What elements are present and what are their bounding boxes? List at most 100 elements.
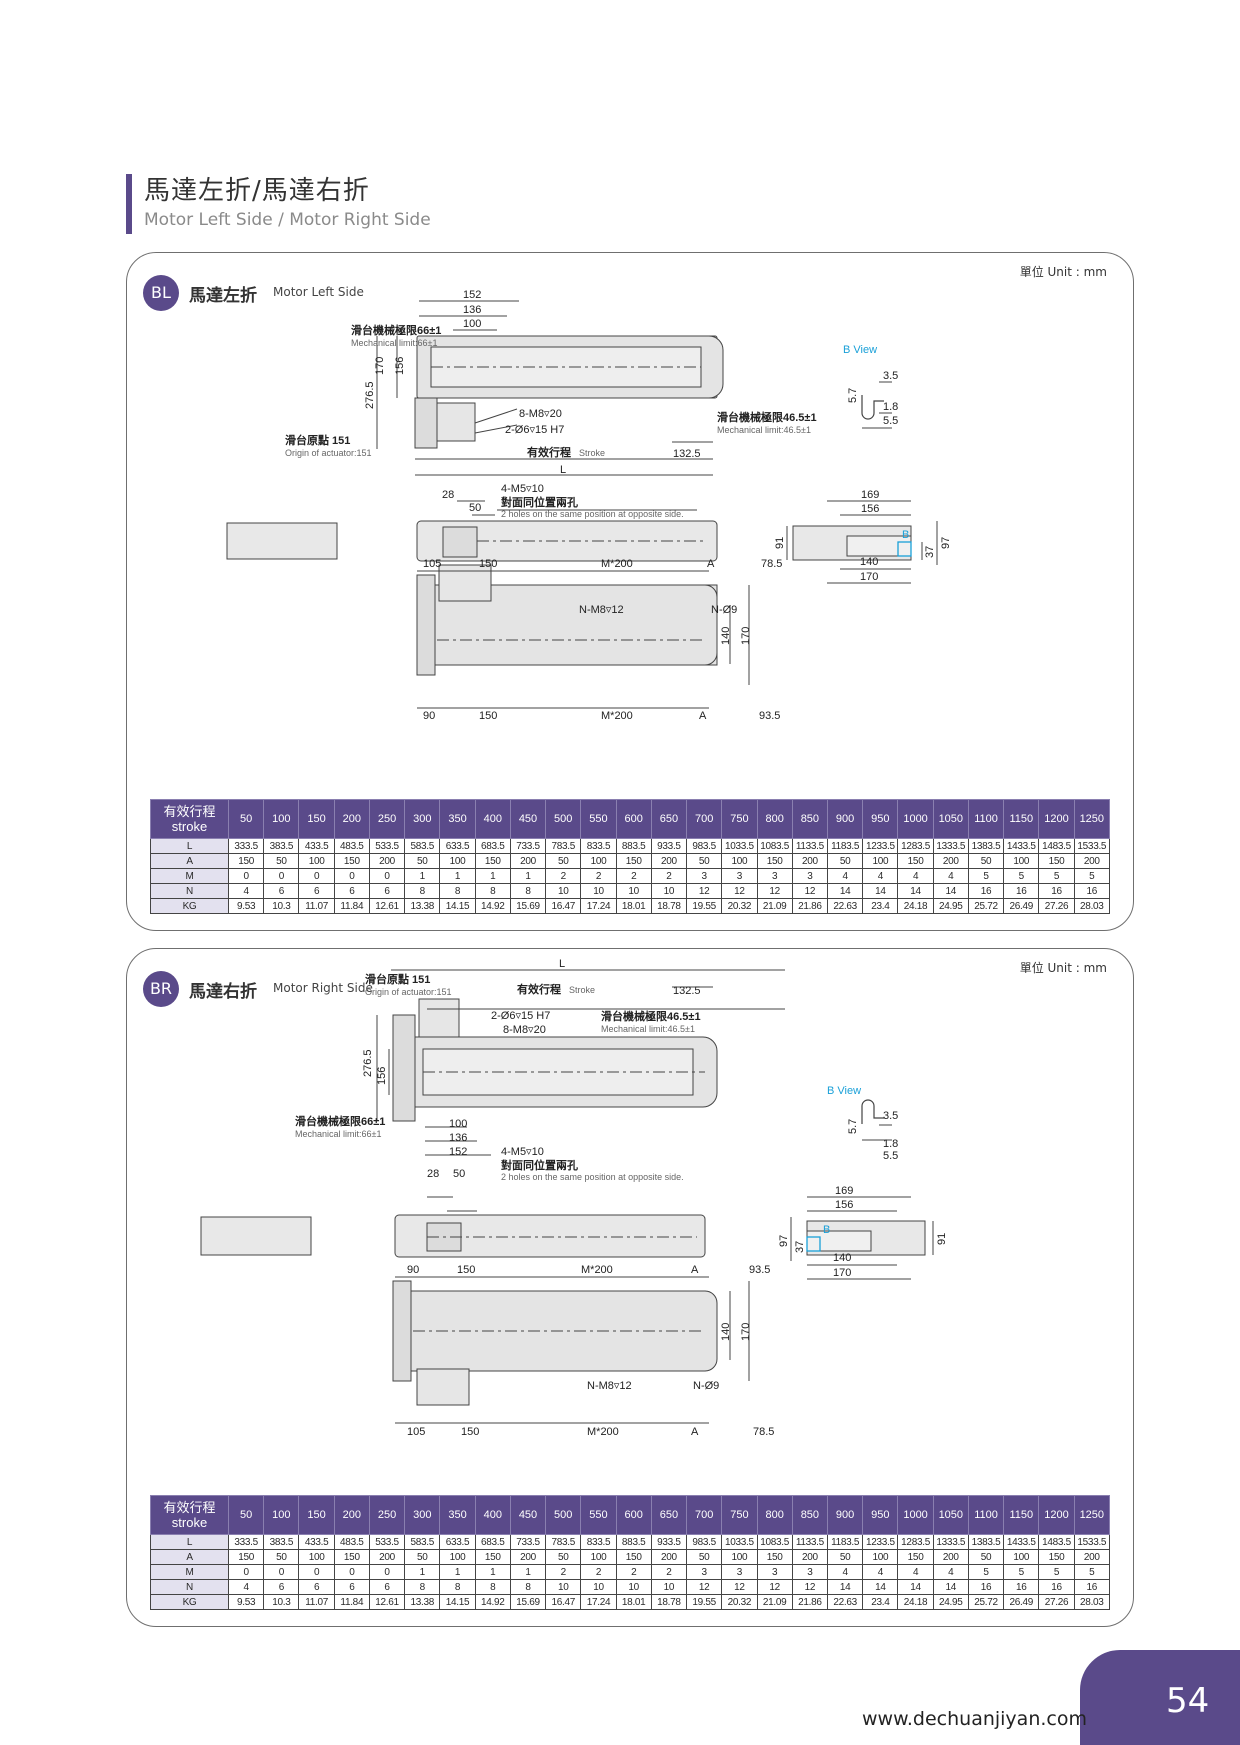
- dim-label: 100: [463, 318, 481, 330]
- table-cell: 983.5: [686, 1534, 723, 1550]
- row-label: A: [150, 1549, 229, 1565]
- stroke-column-header: 450: [509, 799, 547, 839]
- table-cell: 150: [1038, 853, 1075, 869]
- table-cell: 383.5: [263, 838, 300, 854]
- table-cell: 19.55: [686, 898, 723, 914]
- table-cell: 150: [756, 853, 793, 869]
- table-cell: 3: [686, 868, 723, 884]
- callout: 4-M5▿10: [501, 1146, 544, 1158]
- stroke-column-header: 1150: [1003, 1495, 1040, 1535]
- table-cell: 150: [227, 1549, 265, 1565]
- dim-label: 5.5: [883, 415, 898, 427]
- table-cell: 14: [862, 1579, 899, 1595]
- table-cell: 8: [509, 883, 547, 899]
- dim-label: 50: [469, 502, 481, 514]
- table-cell: 50: [967, 853, 1005, 869]
- table-cell: 16: [1003, 1579, 1040, 1595]
- table-cell: 100: [298, 853, 335, 869]
- stroke-column-header: 50: [227, 799, 265, 839]
- dim-label: 132.5: [673, 448, 701, 460]
- table-cell: 2: [615, 868, 652, 884]
- dim-label: 28: [442, 489, 454, 501]
- dim-label: 1.8: [883, 401, 898, 413]
- table-cell: 5: [1038, 1564, 1075, 1580]
- table-cell: 100: [862, 853, 899, 869]
- stroke-column-header: 650: [650, 799, 688, 839]
- table-cell: 22.63: [826, 898, 864, 914]
- table-cell: 0: [368, 868, 406, 884]
- table-cell: 1: [474, 1564, 511, 1580]
- table-cell: 6: [263, 1579, 300, 1595]
- table-cell: 10: [615, 1579, 652, 1595]
- stroke-column-header: 500: [545, 1495, 582, 1535]
- table-cell: 4: [826, 1564, 864, 1580]
- table-cell: 583.5: [404, 838, 441, 854]
- dim-label: 276.5: [362, 1049, 374, 1077]
- table-cell: 21.09: [756, 898, 793, 914]
- table-cell: 1: [509, 868, 547, 884]
- dim-label: 132.5: [673, 985, 701, 997]
- table-cell: 4: [862, 1564, 899, 1580]
- table-cell: 100: [862, 1549, 899, 1565]
- table-cell: 1: [404, 1564, 441, 1580]
- dim-label: M*200: [581, 1264, 613, 1276]
- page-title: 馬達左折/馬達右折: [144, 176, 370, 206]
- stroke-column-header: 950: [862, 799, 899, 839]
- dim-label: 37: [794, 1241, 806, 1253]
- table-cell: 14.15: [439, 898, 476, 914]
- table-cell: 1183.5: [826, 838, 864, 854]
- mech-limit-label-en: Mechanical limit:66±1: [295, 1129, 381, 1139]
- table-cell: 1483.5: [1038, 1534, 1075, 1550]
- stroke-column-header: 700: [686, 799, 723, 839]
- table-cell: 16.47: [545, 898, 582, 914]
- table-cell: 10: [650, 883, 688, 899]
- table-cell: 14: [826, 883, 864, 899]
- table-cell: 8: [474, 1579, 511, 1595]
- mech-limit-label-en: Mechanical limit:46.5±1: [601, 1024, 695, 1034]
- technical-drawing-left: 滑台機械極限66±1 Mechanical limit:66±1 100 136…: [226, 289, 952, 722]
- table-cell: 12: [721, 883, 758, 899]
- table-cell: 16: [967, 883, 1005, 899]
- table-cell: 1083.5: [756, 1534, 793, 1550]
- table-cell: 17.24: [580, 1594, 617, 1610]
- table-cell: 12: [686, 1579, 723, 1595]
- table-cell: 0: [263, 868, 300, 884]
- stroke-column-header: 550: [580, 1495, 617, 1535]
- table-cell: 200: [1073, 1549, 1111, 1565]
- table-cell: 1133.5: [791, 838, 828, 854]
- dim-label: 5.7: [847, 1119, 859, 1134]
- dim-label: 152: [463, 289, 481, 301]
- table-cell: 27.26: [1038, 1594, 1075, 1610]
- mech-limit-label-en: Mechanical limit:46.5±1: [717, 425, 811, 435]
- table-cell: 24.95: [932, 898, 969, 914]
- origin-label: 滑台原點 151: [365, 972, 430, 986]
- table-cell: 150: [1038, 1549, 1075, 1565]
- table-cell: 333.5: [227, 838, 265, 854]
- table-cell: 24.18: [897, 1594, 934, 1610]
- table-cell: 100: [580, 853, 617, 869]
- dim-label: L: [560, 464, 566, 476]
- stroke-label: 有效行程: [527, 445, 571, 459]
- dim-label: 140: [720, 1323, 732, 1341]
- table-cell: 12: [791, 1579, 828, 1595]
- dim-label: 156: [835, 1199, 853, 1211]
- stroke-column-header: 150: [298, 799, 335, 839]
- dim-label: 150: [457, 1264, 475, 1276]
- table-cell: 1083.5: [756, 838, 793, 854]
- dim-label: 170: [374, 357, 386, 375]
- stroke-header-cn: 有效行程: [163, 1500, 216, 1515]
- table-cell: 20.32: [721, 898, 758, 914]
- origin-label-en: Origin of actuator:151: [285, 448, 372, 458]
- table-cell: 100: [580, 1549, 617, 1565]
- stroke-column-header: 200: [333, 1495, 370, 1535]
- dim-label: 170: [740, 627, 752, 645]
- table-cell: 0: [227, 1564, 265, 1580]
- table-cell: 833.5: [580, 1534, 617, 1550]
- table-cell: 1: [439, 868, 476, 884]
- dim-label: 5.7: [847, 388, 859, 403]
- table-cell: 1383.5: [967, 838, 1005, 854]
